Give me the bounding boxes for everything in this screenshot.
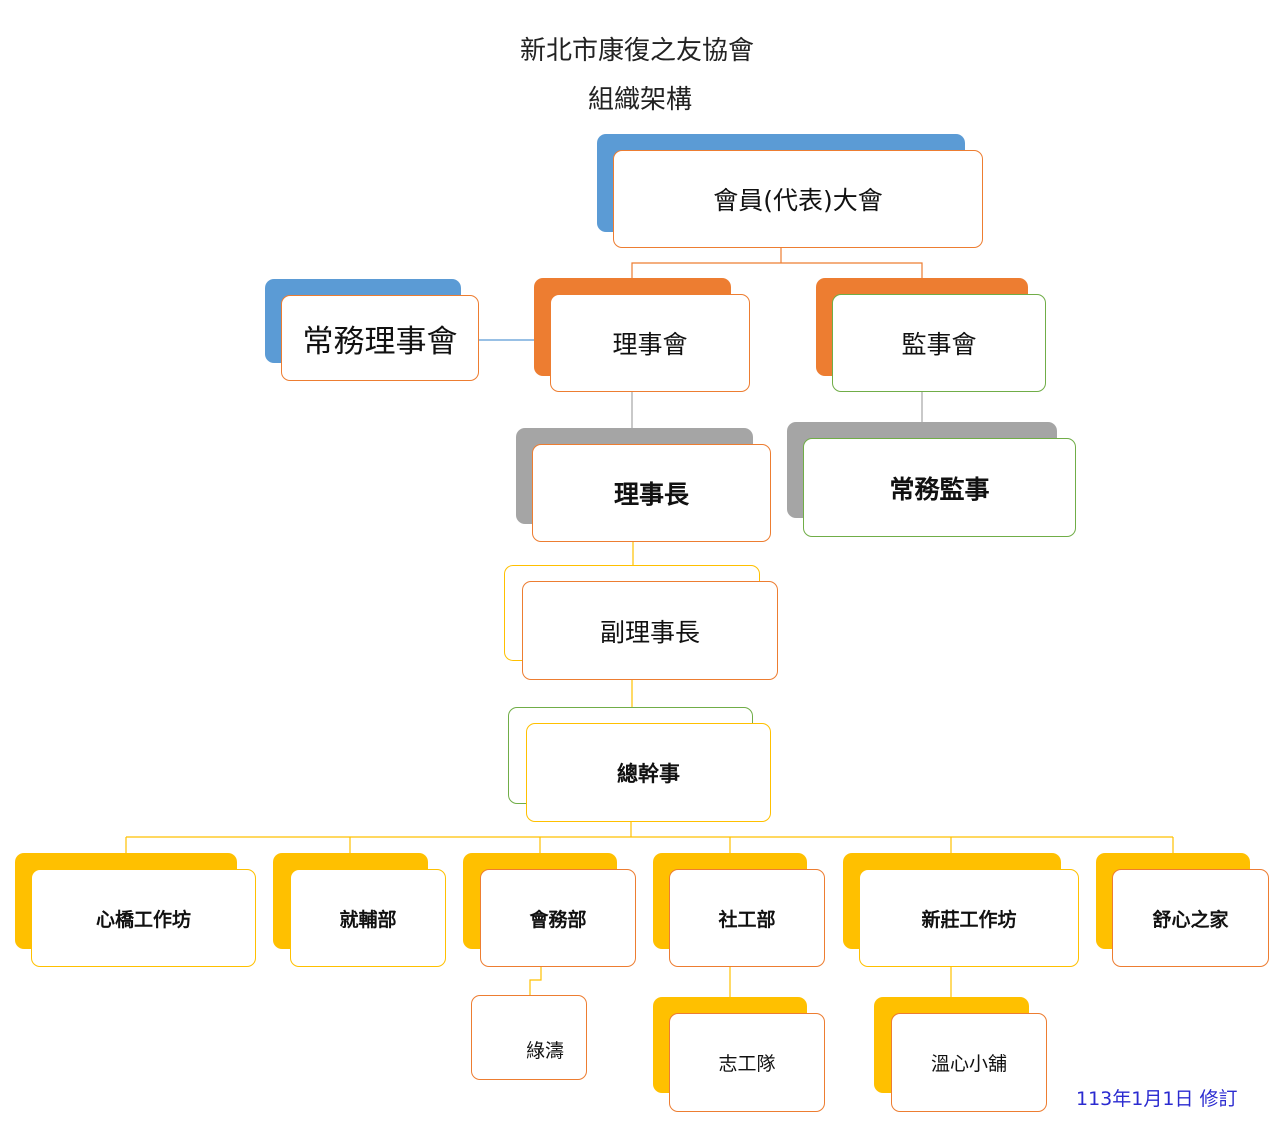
- affairs-dept-node: 會務部: [480, 869, 636, 967]
- vice-chairman-node: 副理事長: [522, 581, 778, 680]
- secretary-general-label: 總幹事: [617, 761, 680, 786]
- board-of-supervisors-node: 監事會: [832, 294, 1046, 392]
- warm-heart-shop-node: 溫心小舖: [891, 1013, 1047, 1112]
- chairman-node: 理事長: [532, 444, 771, 542]
- org-name-title: 新北市康復之友協會: [520, 36, 755, 66]
- lvtao-label: 綠濤: [525, 1040, 564, 1062]
- xinqiao-workshop-node: 心橋工作坊: [31, 869, 256, 967]
- shuxin-home-label: 舒心之家: [1152, 908, 1229, 931]
- board-of-supervisors-label: 監事會: [901, 330, 977, 359]
- warm-heart-shop-label: 溫心小舖: [930, 1053, 1007, 1075]
- general-assembly-node: 會員(代表)大會: [613, 150, 983, 248]
- affairs-dept-label: 會務部: [529, 908, 587, 931]
- social-work-dept-node: 社工部: [669, 869, 825, 967]
- lvtao-node: 綠濤: [471, 995, 587, 1080]
- standing-supervisor-label: 常務監事: [889, 474, 990, 504]
- standing-directors-node: 常務理事會: [281, 295, 479, 381]
- org-chart-subtitle: 組織架構: [588, 85, 693, 115]
- xinqiao-workshop-label: 心橋工作坊: [95, 908, 191, 931]
- board-of-directors-node: 理事會: [550, 294, 750, 392]
- chairman-label: 理事長: [613, 480, 689, 509]
- employment-dept-label: 就輔部: [339, 908, 397, 931]
- employment-dept-node: 就輔部: [290, 869, 446, 967]
- connector-affairs-lvtao: [529, 967, 542, 995]
- standing-directors-label: 常務理事會: [302, 323, 458, 360]
- xinzhuang-workshop-node: 新莊工作坊: [859, 869, 1079, 967]
- volunteer-team-node: 志工隊: [669, 1013, 825, 1112]
- general-assembly-label: 會員(代表)大會: [713, 186, 883, 215]
- social-work-dept-label: 社工部: [718, 908, 776, 931]
- board-of-directors-label: 理事會: [612, 330, 688, 359]
- vice-chairman-label: 副理事長: [599, 617, 700, 647]
- connector-secretary-depts: [125, 822, 1174, 853]
- volunteer-team-label: 志工隊: [718, 1053, 776, 1075]
- shuxin-home-node: 舒心之家: [1112, 869, 1269, 967]
- standing-supervisor-node: 常務監事: [803, 438, 1076, 537]
- secretary-general-node: 總幹事: [526, 723, 771, 822]
- xinzhuang-workshop-label: 新莊工作坊: [921, 908, 1017, 931]
- connector-assembly-boards: [631, 248, 923, 278]
- revision-note: 113年1月1日 修訂: [1076, 1088, 1238, 1110]
